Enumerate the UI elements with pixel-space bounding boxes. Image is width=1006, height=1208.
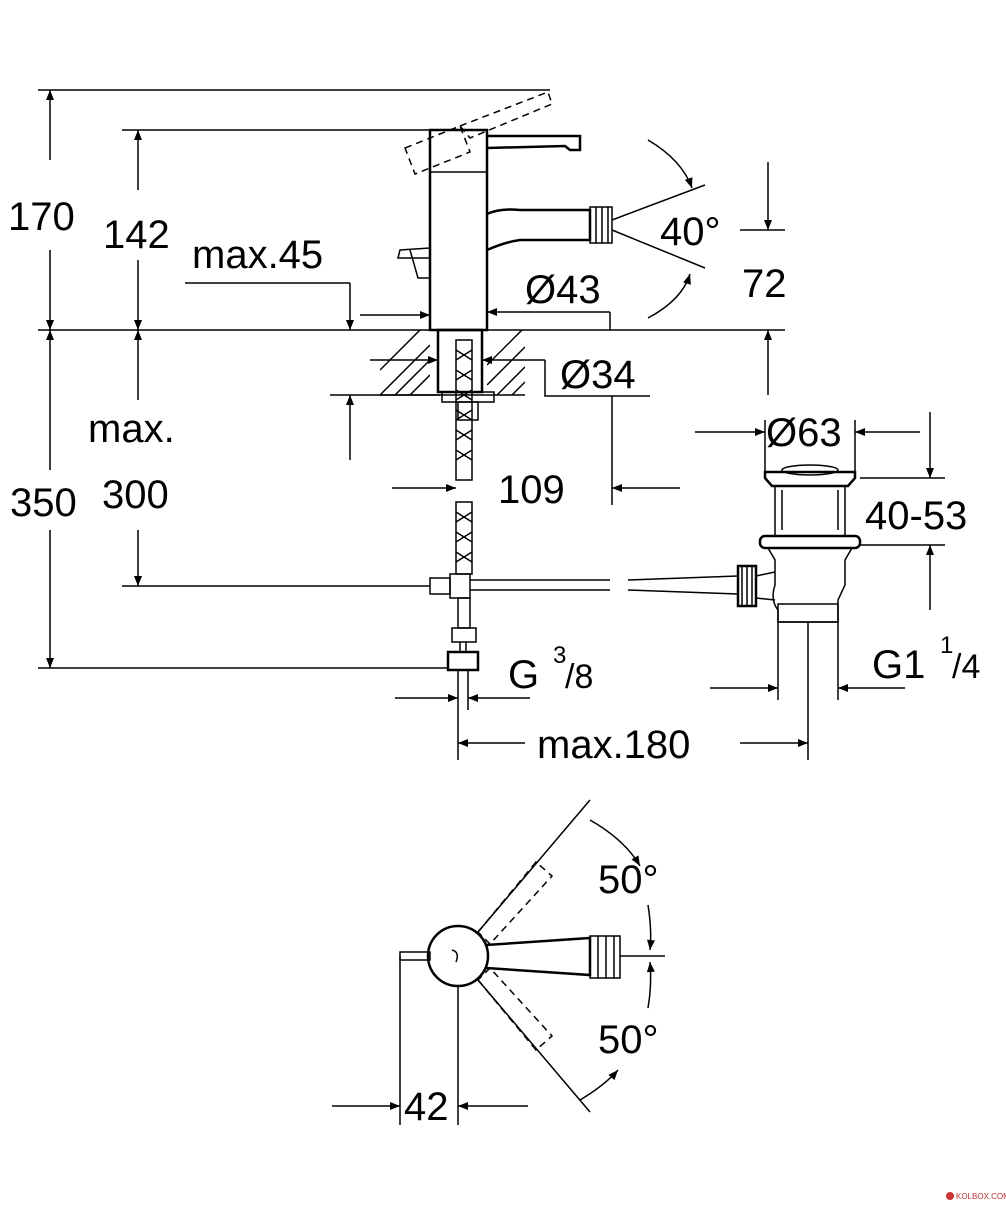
g38-denominator: /8 xyxy=(565,658,593,696)
g114-numerator: 1 xyxy=(940,632,953,659)
label-142: 142 xyxy=(103,213,170,257)
label-d34: Ø34 xyxy=(560,353,636,397)
label-d43: Ø43 xyxy=(525,268,601,312)
label-max-45: max.45 xyxy=(192,233,323,277)
watermark: KOLBOX.COM xyxy=(946,1192,1006,1201)
label-g1-1-4: G1 1 /4 xyxy=(872,632,980,687)
handle-tilt-dashed xyxy=(404,91,553,175)
side-view xyxy=(38,89,945,760)
label-max-180: max.180 xyxy=(537,723,690,767)
label-42: 42 xyxy=(404,1085,449,1129)
label-109: 109 xyxy=(498,468,565,512)
label-g-3-8: G 3 /8 xyxy=(508,642,593,697)
label-50-degrees-bottom: 50° xyxy=(598,1018,659,1062)
watermark-dot-icon xyxy=(946,1192,954,1200)
label-50-degrees-top: 50° xyxy=(598,858,659,902)
label-300: 300 xyxy=(102,473,169,517)
g114-base: G1 xyxy=(872,643,925,687)
label-350: 350 xyxy=(10,481,77,525)
label-72: 72 xyxy=(742,262,787,306)
waste-valve xyxy=(755,464,862,623)
dimension-labels: 170 142 max.45 Ø43 40° 72 Ø34 max. 350 3… xyxy=(8,195,980,1129)
center-mark xyxy=(451,949,459,963)
g114-denominator: /4 xyxy=(952,648,980,686)
countertop-section xyxy=(380,330,525,396)
label-max: max. xyxy=(88,407,175,451)
pull-rod xyxy=(429,564,758,608)
flexible-hoses xyxy=(446,339,480,672)
watermark-text: KOLBOX.COM xyxy=(956,1192,1006,1201)
top-view xyxy=(332,799,665,1125)
label-d63: Ø63 xyxy=(766,411,842,455)
label-40-53: 40-53 xyxy=(865,494,967,538)
label-170: 170 xyxy=(8,195,75,239)
dimension-lines xyxy=(38,89,945,760)
g38-numerator: 3 xyxy=(553,642,566,669)
label-40-degrees: 40° xyxy=(660,210,721,254)
g38-base: G xyxy=(508,653,539,697)
